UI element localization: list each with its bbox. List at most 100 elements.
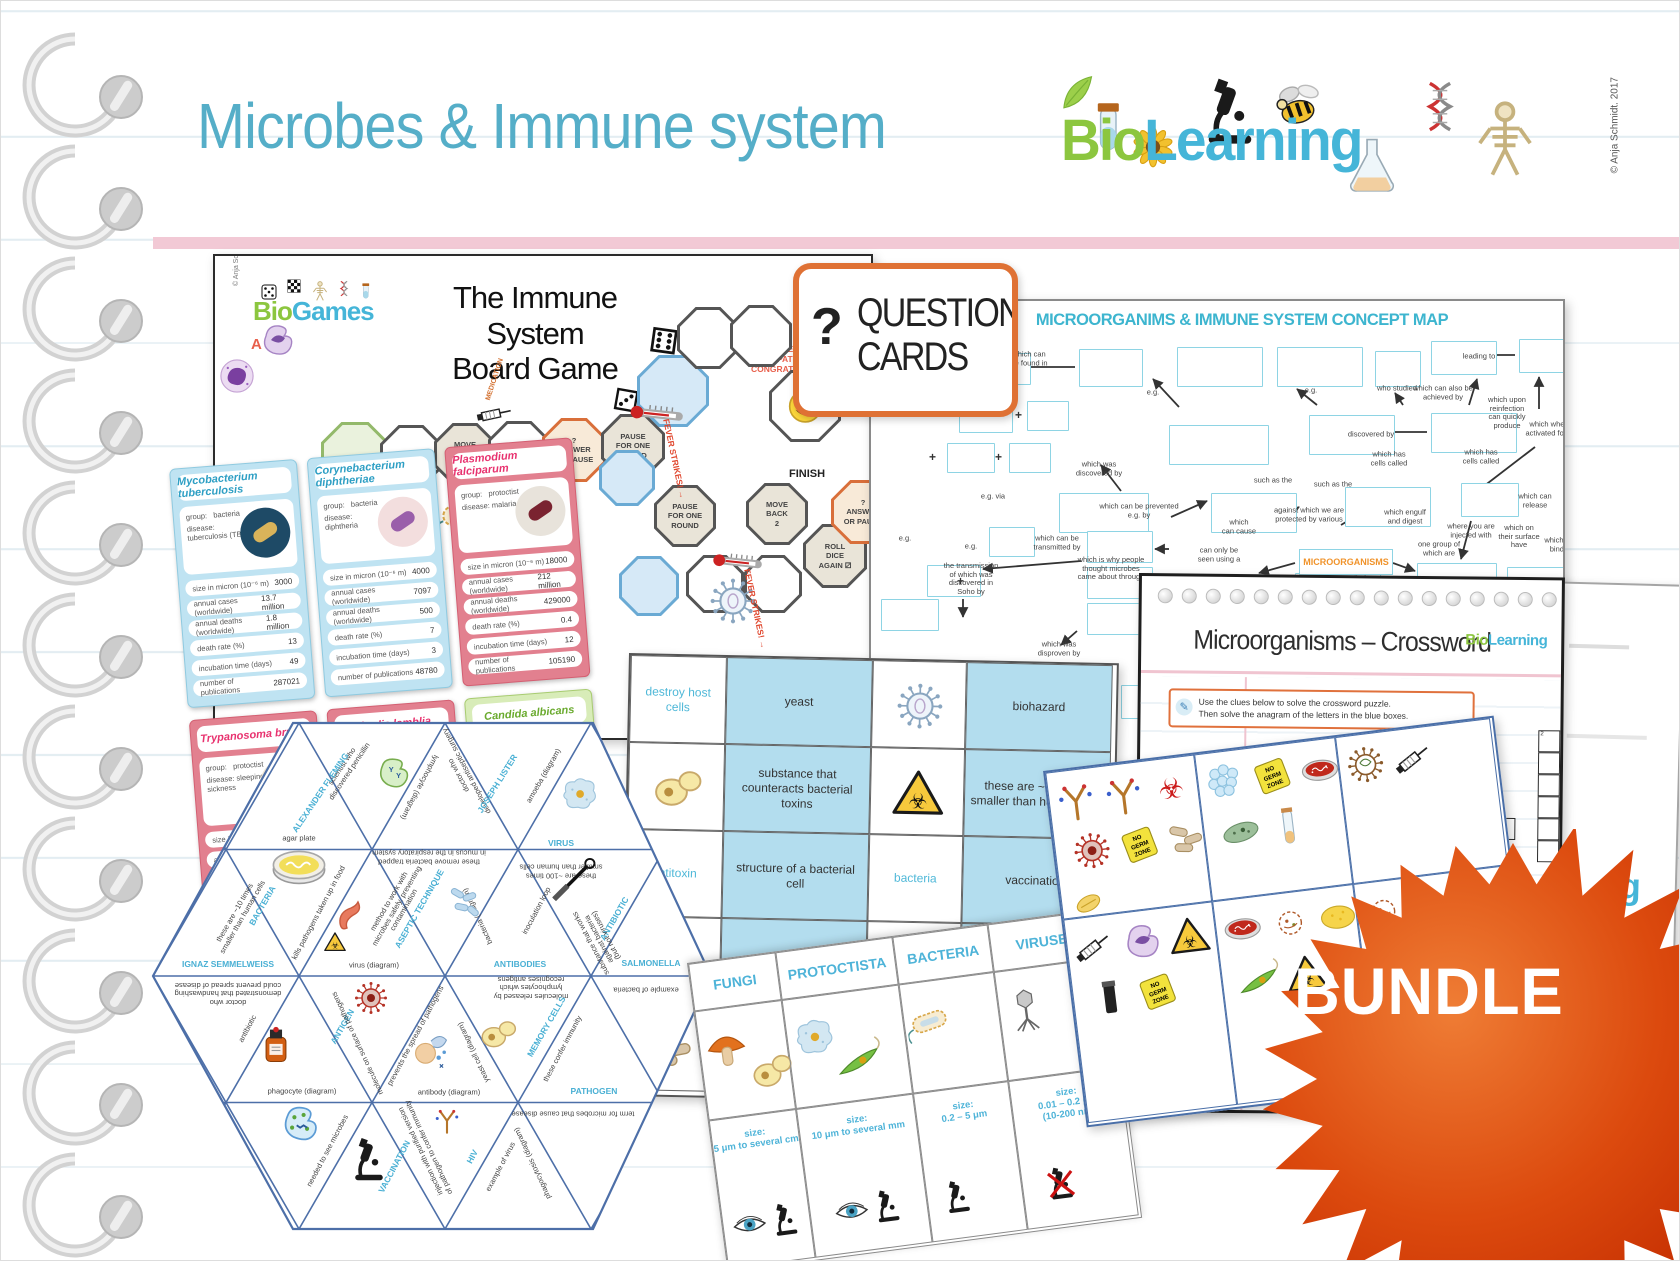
board-space-label [680,310,736,366]
concept-box [1461,483,1519,517]
sunflower-icon [1131,125,1175,169]
fact-stat-value: 18000 [544,554,568,566]
concept-label: which can be transmitted by [1033,533,1081,551]
yeast-icon [477,1013,519,1055]
fact-stat-value: 12 [564,634,574,644]
tarsia-keyword: IGNAZ SEMMELWEISS [181,959,275,970]
board-space-tan: PAUSE FOR ONE ROUND [654,485,716,547]
fact-card-title: Corynebacterium diphtheriae [314,455,430,491]
sorting-size: size: 5 μm to several cm [708,1109,816,1260]
fact-stat-label: size in micron (10⁻⁶ m) [192,578,270,594]
svg-text:ZONE: ZONE [1152,994,1170,1006]
crossword-cell [1537,796,1560,819]
concept-center-node: MICROORGANISMS [1299,549,1393,575]
finish-label: FINISH [788,468,826,480]
matching-definition: yeast [725,657,873,748]
binder-hole [1517,591,1533,608]
bacterium-icon [904,995,958,1049]
svg-text:☣: ☣ [908,789,927,813]
svg-text:☣: ☣ [1299,970,1316,991]
phago-violet-icon [257,320,297,360]
crossword-title: Microorganisms – Crossword [1193,624,1492,658]
fact-stat-value: 212 million [537,571,562,591]
concept-label: which can release [1518,491,1552,509]
concept-label: which is why people thought microbes cam… [1077,555,1145,582]
concept-label: e.g. [1304,385,1318,395]
concept-label: can only be seen using a [1197,545,1241,563]
dna-icon [1411,79,1469,137]
flask-icon [1339,133,1405,199]
crossword-logo-bio: Bio [1465,631,1489,649]
svg-text:NO: NO [1265,765,1276,774]
svg-text:Y: Y [396,771,401,780]
crossword-instruction-2: Then solve the anagram of the letters in… [1198,708,1409,722]
sorting-size: size: 10 μm to several mm [795,1093,933,1258]
fact-stat-label: incubation time (days) [335,647,410,662]
loop-icon [546,852,600,906]
microscope-icon [1193,77,1267,151]
yeast-icon [649,759,706,816]
binder-hole [1493,591,1509,607]
concept-label: which engulf and digest [1384,507,1426,525]
tarsia-clue: agar plate [282,833,316,843]
svg-text:ZONE: ZONE [1134,847,1152,859]
thermo-icon [707,533,764,590]
board-space-label [733,308,789,364]
bundle-starburst [1263,829,1679,1260]
fact-stat-value: 3000 [274,576,293,587]
board-space-label [602,453,652,503]
concept-label: which was disproven by [1037,639,1081,657]
warning-icon: ☣ [1165,911,1214,960]
fact-card-group: group: protoctist [460,486,520,501]
dna-icon [335,280,353,298]
fact-stat-value: 4000 [411,565,431,576]
svg-text:NO: NO [1132,834,1143,843]
microscope-icon [345,1137,393,1185]
board-space-label: MOVE BACK 2 [749,486,805,542]
concept-label: who studied [1376,383,1418,393]
svg-text:☣: ☣ [1156,770,1186,807]
thermo-icon [624,383,686,445]
binder-hole [1469,591,1485,607]
sorting-images [781,984,913,1110]
tarsia-clue: virus (diagram) [348,960,400,970]
fact-stat-label: size in micron (10⁻⁶ m) [467,556,545,572]
tarsia-clue: example of bacteria [613,985,679,995]
concept-label: which can also be achieved by [1413,383,1473,401]
concept-label: which has cells called [1462,447,1500,465]
crossword-logo: BioLearning [1465,631,1547,649]
fact-stat-label: incubation time (days) [473,636,548,652]
virus-red-icon [351,978,391,1018]
syringe-icon [1069,923,1118,972]
concept-label: which was discovered by [1075,459,1123,477]
plus-sign: + [929,450,937,464]
amoeba-icon [557,772,601,816]
crossword-cell [1537,774,1560,797]
concept-box [1087,531,1153,563]
matching-image: ☣ [869,747,966,837]
concept-label: which has cells called [1370,449,1408,467]
fact-card-group: group: bacteria [323,497,378,511]
board-copyright: © Anja Schmidt, 2018 [233,256,240,286]
board-space-plain [677,307,739,369]
euglena-icon [1234,955,1283,1004]
svg-text:NO: NO [1150,981,1161,990]
concept-label: which can cause [1221,517,1257,535]
concept-box [1519,339,1563,373]
microscope-x-icon [1041,1164,1081,1204]
yellow-dish-icon [1313,893,1362,942]
fact-stat-label: death rate (%) [334,629,383,643]
phagocyte-icon [276,1100,322,1146]
matching-image [871,660,967,750]
binder-hole [1541,592,1557,608]
svg-text:☣: ☣ [331,942,339,952]
fact-stat-value: 3 [431,645,437,655]
board-space-tan: MOVE BACK 2 [746,483,808,545]
microscope-icon [867,1187,907,1227]
binder-hole [1421,590,1437,607]
binder-hole [1301,589,1317,605]
cocci-icon [1200,757,1249,806]
